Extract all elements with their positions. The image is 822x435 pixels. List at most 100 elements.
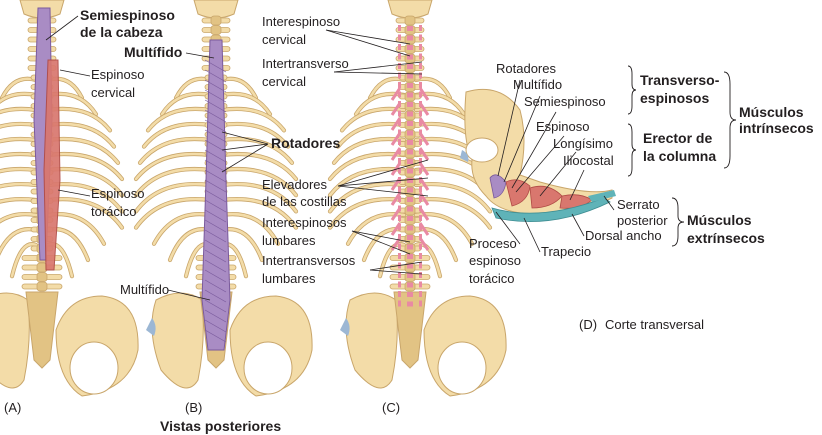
leader-line: [325, 29, 411, 45]
brace: [627, 65, 637, 115]
interspinalis-slip: [407, 244, 413, 250]
intertransversarius-right: [419, 215, 422, 221]
interspinalis-slip: [407, 187, 413, 193]
label-levatores-costarum-2: de las costillas: [262, 194, 347, 209]
intertransversarius-left: [398, 53, 401, 60]
obturator-foramen: [69, 341, 119, 395]
leader-line: [497, 79, 521, 177]
rib-right: [220, 167, 298, 197]
label-erector-spinae-2: la columna: [643, 148, 716, 164]
intertransversarius-left: [398, 234, 401, 240]
label-levatores-costarum-1: Elevadores: [262, 177, 328, 192]
intertransversarius-right: [419, 44, 422, 50]
ilium-left: [345, 292, 398, 389]
sacrum: [25, 291, 59, 369]
skull-base: [387, 0, 433, 19]
intertransversarius-left: [398, 243, 401, 250]
leader-line: [337, 159, 429, 187]
trapezius-section: [491, 197, 611, 222]
rib-left: [0, 107, 38, 114]
leader-line: [351, 230, 411, 255]
multifidus-fiber: [204, 319, 227, 333]
leader-line: [325, 29, 411, 57]
rib-right: [220, 182, 298, 213]
intertransversarius-right: [419, 129, 422, 136]
intertransversarius-left: [398, 196, 401, 202]
multifidus-fiber: [204, 209, 227, 223]
leader-line: [369, 261, 423, 271]
intertransversarius-left: [398, 110, 401, 117]
label-spinous-process-1: Proceso: [469, 236, 517, 251]
levator-costae-left: [390, 192, 402, 206]
multifidus-fiber: [204, 189, 227, 203]
rib-left: [146, 107, 212, 132]
intertransversarius-left: [398, 139, 401, 145]
intertransversarius-left: [398, 148, 401, 155]
interspinalis-slip: [407, 206, 413, 212]
interspinalis-slip: [407, 121, 413, 126]
label-multifidus-top: Multífido: [124, 44, 182, 60]
multifidus-fiber: [204, 149, 227, 163]
ilium-left: [151, 292, 204, 389]
multifidus-fiber: [204, 99, 227, 113]
intertransversarius-left: [398, 253, 401, 259]
multifidus-fiber: [204, 179, 227, 193]
rib-left: [0, 152, 38, 158]
leader-line: [369, 269, 423, 275]
rib-right: [220, 107, 286, 132]
multifidus-fiber: [204, 259, 227, 273]
rib-left: [0, 137, 38, 143]
label-extrinsic-2: extrínsecos: [687, 230, 765, 246]
rib-right: [414, 242, 442, 278]
intertransversarius-left: [398, 63, 401, 69]
leader-line: [511, 111, 557, 189]
rib-left-outline: [0, 121, 39, 129]
interspinalis-slip: [407, 83, 413, 88]
levator-costae-right: [418, 207, 430, 221]
obturator-foramen: [437, 341, 487, 395]
levator-costae-left: [390, 177, 402, 191]
intertransversarius-right: [419, 158, 422, 164]
intertransversarius-left: [398, 291, 401, 297]
panel-d-title: Corte transversal: [605, 317, 704, 332]
interspinalis-slip: [407, 26, 413, 31]
interspinalis-slip: [407, 92, 413, 98]
label-intertransversarii-cervicis-2: cervical: [262, 74, 306, 89]
multifidus-fiber: [204, 199, 227, 213]
intertransversarius-right: [419, 281, 422, 288]
intertransversarius-right: [419, 91, 422, 98]
levator-costae-right: [418, 222, 430, 236]
multifidus-fiber: [204, 219, 227, 233]
multifidus-fiber: [204, 239, 227, 253]
leader-line: [569, 169, 585, 201]
multifidus-fiber: [204, 59, 227, 73]
label-intrinsic-1: Músculos: [739, 104, 804, 120]
label-transversospinales-1: Transverso-: [640, 72, 720, 88]
label-d-espinoso: Espinoso: [536, 119, 589, 134]
multifidus-fiber: [204, 169, 227, 183]
rib-left: [0, 212, 38, 223]
rib-left: [134, 197, 212, 229]
rib-left: [0, 167, 38, 173]
label-d-rotadores: Rotadores: [496, 61, 556, 76]
interspinalis-slip: [407, 254, 413, 259]
label-d-semiespinoso: Semiespinoso: [524, 94, 606, 109]
rib-right: [220, 92, 272, 116]
leader-line: [523, 217, 541, 253]
multifidus-fiber: [204, 69, 227, 83]
interspinalis-slip: [407, 263, 413, 269]
interspinalis-slip: [407, 159, 413, 164]
panel-b-letter: (B): [185, 400, 202, 415]
intertransversarius-right: [419, 148, 422, 155]
label-spinalis-cervicis-1: Espinoso: [91, 67, 144, 82]
rib-left: [0, 92, 38, 104]
label-interspinales-cervicis-1: Interespinoso: [262, 14, 340, 29]
label-extrinsic-1: Músculos: [687, 212, 752, 228]
multifidus-fiber: [204, 119, 227, 133]
brace: [723, 71, 737, 169]
leader-line: [333, 61, 423, 73]
interspinalis-slip: [407, 64, 413, 69]
levator-costae-right: [418, 102, 430, 116]
leader-line: [45, 15, 79, 41]
interspinalis-slip: [407, 149, 413, 155]
